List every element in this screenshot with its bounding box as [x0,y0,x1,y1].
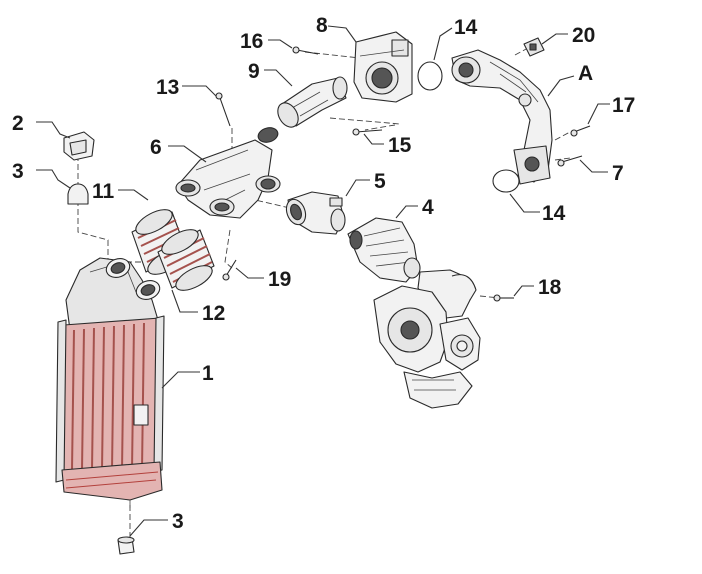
throttle-body-8 [353,31,413,103]
bolt-13 [215,92,231,127]
o-ring-14-bottom [492,169,520,193]
callout-5: 5 [374,170,386,193]
callout-4: 4 [422,196,434,219]
callout-18: 18 [538,276,562,299]
callout-3-bottom: 3 [172,510,184,533]
callout-A: A [578,62,593,85]
turbocharger [373,269,481,409]
bolt-18 [493,294,514,302]
rubber-mount-2 [63,131,95,161]
callout-2: 2 [12,112,24,135]
grommet-3-top [67,183,89,205]
bolt-19 [222,259,237,281]
callout-3-top: 3 [12,160,24,183]
callout-20: 20 [572,24,595,47]
callout-8: 8 [316,14,328,37]
callout-1: 1 [202,362,214,385]
callout-16: 16 [240,30,263,53]
callout-19: 19 [268,268,291,291]
hose-9 [277,76,348,128]
leader-lines [36,25,610,537]
callout-9: 9 [248,60,260,83]
stud-7 [557,155,583,167]
callout-14-top: 14 [454,16,478,39]
hose-12 [157,229,215,291]
callout-11: 11 [92,180,115,203]
intake-pipe-A [451,49,553,185]
callout-12: 12 [202,302,225,325]
bolt-17 [570,125,591,137]
resonator-4 [347,217,421,283]
bolt-15 [352,128,383,136]
callout-15: 15 [388,134,412,157]
intercooler [55,257,165,508]
y-pipe-6 [175,127,281,219]
callout-13: 13 [156,76,179,99]
sensor-20 [523,37,545,57]
callout-6: 6 [150,136,162,159]
pipe-5 [285,191,346,235]
callout-14-bottom: 14 [542,202,566,225]
callout-17: 17 [612,94,635,117]
callout-7: 7 [612,162,624,185]
o-ring-14-top [417,61,443,91]
grommet-3-bottom [117,536,135,555]
bolt-16 [292,46,319,55]
callout-labels: 1 2 3 3 4 5 6 7 8 9 11 12 13 14 14 15 16… [12,14,635,533]
